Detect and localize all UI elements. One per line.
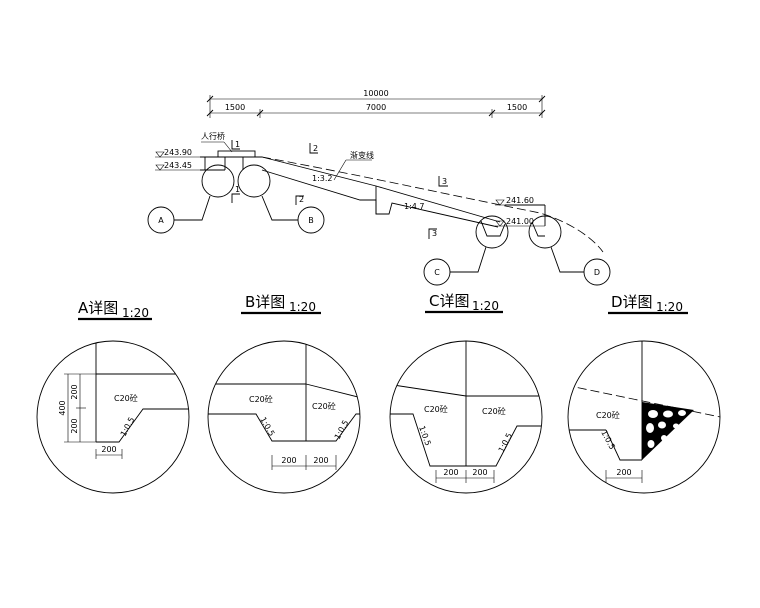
detail-c-concrete-right: C20砼 bbox=[482, 406, 506, 416]
detail-c: C20砼 C20砼 1:0.5 1:0.5 200 200 bbox=[389, 340, 543, 494]
detail-c-title: C详图 bbox=[429, 292, 469, 310]
section-mark-1: 1 1 bbox=[231, 140, 240, 203]
detail-c-scale: 1:20 bbox=[472, 299, 499, 313]
detail-b-slope-left: 1:0.5 bbox=[258, 416, 276, 438]
detail-d-scale: 1:20 bbox=[656, 300, 683, 314]
right-structure bbox=[480, 204, 546, 237]
detail-b-dim-left: 200 bbox=[281, 456, 296, 465]
walkway-label: 人行桥 bbox=[201, 131, 225, 141]
detail-a-concrete: C20砼 bbox=[114, 393, 138, 403]
elev-241-00: 241.00 bbox=[506, 217, 534, 226]
detail-a-title: A详图 bbox=[78, 299, 118, 317]
callout-a-label: A bbox=[158, 216, 164, 225]
detail-a-scale: 1:20 bbox=[122, 306, 149, 320]
section-3-top: 3 bbox=[442, 177, 447, 186]
dim-mid: 7000 bbox=[366, 103, 386, 112]
detail-a-dim-200-top: 200 bbox=[70, 384, 79, 399]
detail-a-dim-bottom: 200 bbox=[101, 445, 116, 454]
detail-a-slope: 1:0.5 bbox=[119, 416, 137, 438]
elevation-marks-left: 243.90 243.45 bbox=[155, 148, 200, 171]
gradient-label: 渐变线 bbox=[350, 150, 374, 160]
detail-a: C20砼 1:0.5 200 400 200 200 bbox=[36, 340, 190, 494]
slope-1-3-2: 1:3.2 bbox=[312, 174, 333, 183]
dim-left: 1500 bbox=[225, 103, 245, 112]
section-2-top: 2 bbox=[313, 144, 318, 153]
detail-d-concrete: C20砼 bbox=[596, 410, 620, 420]
section-1-top: 1 bbox=[235, 140, 240, 149]
slope-1-4-7: 1:4.7 bbox=[404, 202, 425, 211]
detail-d-title: D详图 bbox=[611, 293, 653, 311]
section-mark-3: 3 3 bbox=[428, 176, 448, 239]
walkway-block: 人行桥 bbox=[200, 131, 262, 171]
callout-d-label: D bbox=[594, 268, 600, 277]
elevation-marks-right: 241.60 241.00 bbox=[495, 196, 545, 227]
detail-c-slope-right: 1:0.5 bbox=[497, 432, 514, 454]
section-mark-2: 2 2 bbox=[295, 143, 318, 205]
callout-b: B bbox=[297, 206, 325, 234]
detail-b-scale: 1:20 bbox=[289, 300, 316, 314]
gradient-line: 渐变线 bbox=[261, 150, 604, 253]
callout-a: A bbox=[147, 206, 175, 234]
detail-b-concrete-right: C20砼 bbox=[312, 401, 336, 411]
callout-b-label: B bbox=[308, 216, 314, 225]
detail-b-title: B详图 bbox=[245, 293, 285, 311]
detail-c-dim-left: 200 bbox=[443, 468, 458, 477]
detail-d-slope: 1:0.5 bbox=[599, 429, 617, 451]
detail-b-concrete-left: C20砼 bbox=[249, 394, 273, 404]
detail-c-slope-left: 1:0.5 bbox=[417, 425, 432, 447]
dim-total: 10000 bbox=[363, 89, 388, 98]
detail-d-dim: 200 bbox=[616, 468, 631, 477]
callout-d: D bbox=[583, 258, 611, 286]
detail-d: C20砼 1:0.5 200 bbox=[567, 340, 721, 494]
detail-c-concrete-left: C20砼 bbox=[424, 404, 448, 414]
detail-titles: A详图 1:20 B详图 1:20 C详图 1:20 D详图 1:20 bbox=[78, 292, 688, 321]
detail-c-dim-right: 200 bbox=[472, 468, 487, 477]
detail-a-dim-400: 400 bbox=[58, 400, 67, 415]
section-3-bottom: 3 bbox=[432, 229, 437, 238]
elev-243-45: 243.45 bbox=[164, 161, 192, 170]
detail-b: C20砼 C20砼 1:0.5 1:0.5 200 200 bbox=[207, 340, 361, 494]
slope-lines: 1:3.2 1:4.7 bbox=[261, 156, 501, 228]
detail-markers bbox=[174, 164, 584, 273]
section-1-bottom: 1 bbox=[235, 185, 240, 194]
elev-243-90: 243.90 bbox=[164, 148, 192, 157]
detail-b-dim-right: 200 bbox=[313, 456, 328, 465]
elev-241-60: 241.60 bbox=[506, 196, 534, 205]
callout-c: C bbox=[423, 258, 451, 286]
profile-section: 10000 1500 7000 1500 243.90 243.45 人行桥 bbox=[147, 89, 611, 286]
dimension-chain: 10000 1500 7000 1500 bbox=[206, 89, 546, 118]
detail-b-slope-right: 1:0.5 bbox=[333, 419, 351, 441]
callout-c-label: C bbox=[434, 268, 440, 277]
section-2-bottom: 2 bbox=[299, 195, 304, 204]
dim-right: 1500 bbox=[507, 103, 527, 112]
detail-a-dim-200-bottom: 200 bbox=[70, 418, 79, 433]
